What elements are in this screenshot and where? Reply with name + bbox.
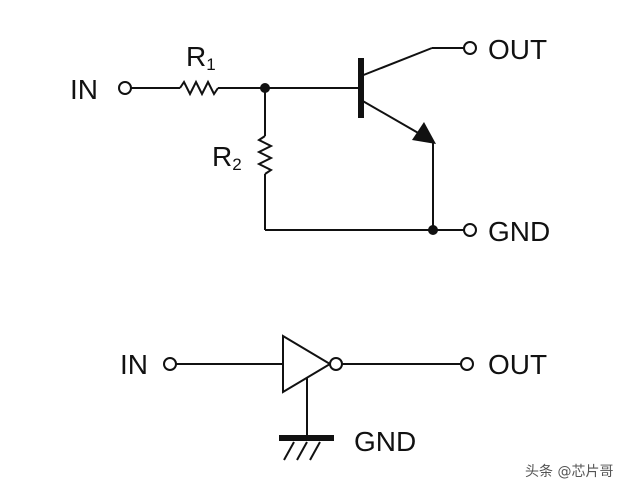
- inverter-bubble: [329, 357, 343, 371]
- bottom-out-terminal: [460, 357, 474, 371]
- bottom-in-terminal: [163, 357, 177, 371]
- top-in-terminal: [118, 81, 132, 95]
- junction-ground-node: [428, 225, 438, 235]
- transistor-emitter: [360, 99, 421, 135]
- inverter-symbol-circuit: IN OUT GND: [120, 334, 547, 461]
- emitter-arrow-icon: [412, 122, 436, 144]
- top-out-terminal: [463, 41, 477, 55]
- top-in-label: IN: [70, 74, 98, 105]
- resistor-r1: [179, 79, 219, 97]
- top-gnd-terminal: [463, 223, 477, 237]
- bottom-in-label: IN: [120, 349, 148, 380]
- r1-label: R1: [186, 41, 216, 74]
- transistor-circuit: IN R1 R2 OUT GND: [70, 34, 550, 247]
- resistor-r2: [256, 135, 274, 175]
- transistor-collector: [360, 47, 433, 77]
- bottom-out-label: OUT: [488, 349, 547, 380]
- ground-hatch-icon: [283, 441, 321, 461]
- bottom-gnd-label: GND: [354, 426, 416, 457]
- r2-label: R2: [212, 141, 242, 174]
- top-gnd-label: GND: [488, 216, 550, 247]
- watermark-text: 头条 @芯片哥: [525, 463, 613, 480]
- top-out-label: OUT: [488, 34, 547, 65]
